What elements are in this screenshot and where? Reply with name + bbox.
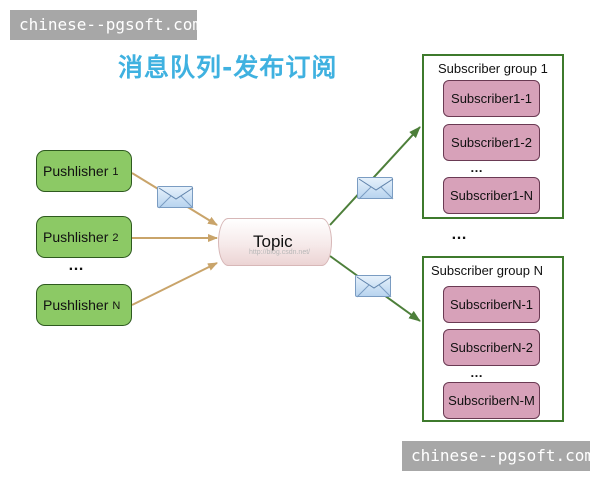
subscriber-box: SubscriberN-M [443, 382, 540, 419]
publisher-label: Pushlisher [43, 163, 109, 179]
subscriber-box: SubscriberN-2 [443, 329, 540, 366]
publisher-label: Pushlisher [43, 297, 109, 313]
publisher-box: Pushlisher 1 [36, 150, 132, 192]
publisher-box: Pushlisher N [36, 284, 132, 326]
subscriber-group-1: Subscriber group 1 Subscriber1-1 Subscri… [422, 54, 564, 219]
publisher-number: 1 [112, 166, 119, 178]
group-title: Subscriber group 1 [438, 61, 548, 76]
subscriber-box: Subscriber1-N [443, 177, 540, 214]
topic-to-group1-arrow [329, 126, 421, 226]
group-title: Subscriber group N [431, 263, 543, 278]
topic-label: Topic [253, 232, 293, 251]
publisher-box: Pushlisher 2 [36, 216, 132, 258]
watermark-bottom: chinese--pgsoft.com [402, 441, 594, 471]
subscriber-box: SubscriberN-1 [443, 286, 540, 323]
envelope-icon [357, 177, 394, 200]
group-ellipsis: … [470, 160, 486, 175]
topic-faint-text: http://blog.csdn.net/ [249, 249, 311, 256]
publisher-ellipsis: … [68, 257, 87, 274]
envelope-icon [157, 186, 194, 209]
publisher-label: Pushlisher [43, 229, 109, 245]
subscriber-box: Subscriber1-2 [443, 124, 540, 161]
publisher-number: 2 [112, 232, 119, 244]
group-ellipsis: … [470, 365, 486, 380]
topic-node: Topic http://blog.csdn.net/ [218, 218, 332, 266]
publisher3-arrow [131, 262, 218, 306]
subscriber-group-n: Subscriber group N SubscriberN-1 Subscri… [422, 256, 564, 422]
group-separator-ellipsis: … [451, 226, 470, 243]
publisher-number: N [112, 300, 121, 312]
subscriber-box: Subscriber1-1 [443, 80, 540, 117]
diagram-title: 消息队列-发布订阅 [118, 53, 338, 82]
watermark-top: chinese--pgsoft.com [10, 10, 202, 40]
envelope-icon [355, 275, 392, 298]
